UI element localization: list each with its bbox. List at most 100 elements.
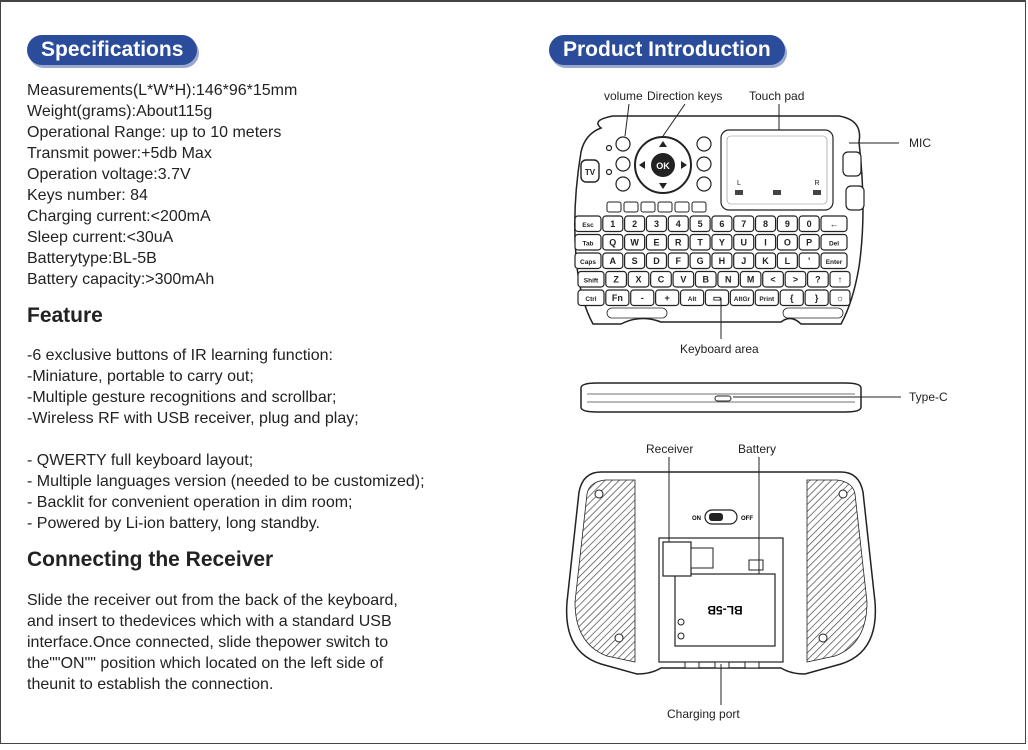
keyboard-key-label: +: [665, 293, 670, 303]
spec-item: Charging current:<200mA: [27, 208, 211, 225]
keyboard-key: [754, 252, 777, 270]
feature-line: -Wireless RF with USB receiver, plug and…: [27, 410, 359, 427]
ok-key: [651, 153, 675, 177]
keyboard-key: [577, 289, 605, 307]
keyboard-key-label: W: [630, 237, 639, 247]
connecting-line: the""ON"" position which located on the …: [27, 655, 384, 672]
keyboard-key-label: 5: [698, 219, 703, 229]
connecting-paragraph: Slide the receiver out from the back of …: [27, 590, 487, 695]
keyboard-key: [717, 270, 740, 288]
keyboard-key: [645, 215, 668, 233]
keyboard-key-label: I: [764, 237, 767, 247]
keyboard-key: [711, 233, 733, 251]
keyboard-key-label: ←: [830, 219, 839, 229]
keyboard-side-view: [580, 382, 901, 413]
keyboard-key-label: 0: [807, 219, 812, 229]
battery: [674, 573, 776, 647]
keyboard-key-label: {: [790, 293, 794, 303]
battery-model-label: BL-5B: [707, 603, 743, 617]
keyboard-key: [739, 270, 762, 288]
keyboard-key: [630, 289, 655, 307]
touchpad-right-label: R: [814, 180, 819, 187]
keyboard-key-label: }: [815, 293, 819, 303]
keyboard-key: [605, 289, 630, 307]
keyboard-key-label: G: [697, 256, 704, 266]
keyboard-key-label: 3: [654, 219, 659, 229]
keyboard-key-label: N: [725, 274, 732, 284]
touch-pad: [720, 129, 834, 211]
keyboard-key-label: J: [741, 256, 746, 266]
product-introduction-heading: Product Introduction: [549, 35, 785, 65]
tv-key: [580, 159, 600, 183]
tv-key-label: TV: [585, 168, 596, 177]
keyboard-key: [602, 252, 624, 270]
feature-heading: Feature: [27, 304, 103, 327]
keyboard-key: [829, 289, 851, 307]
keyboard-key-label: V: [680, 274, 686, 284]
keyboard-key-label: Z: [613, 274, 619, 284]
type-c-label: Type-C: [909, 390, 948, 404]
keyboard-key: [602, 215, 624, 233]
keyboard-key-label: Print: [759, 296, 775, 303]
keyboard-key: [679, 289, 705, 307]
keyboard-key: [577, 270, 605, 288]
keyboard-key-label: 7: [741, 219, 746, 229]
feature-line: - Backlit for convenient operation in di…: [27, 494, 353, 511]
feature-line: -Miniature, portable to carry out;: [27, 368, 254, 385]
keyboard-key-label: M: [747, 274, 755, 284]
keyboard-key: [574, 252, 602, 270]
receiver-label: Receiver: [646, 442, 694, 456]
keyboard-key: [806, 270, 829, 288]
keyboard-key: [711, 252, 733, 270]
keyboard-key-label: >: [793, 274, 798, 284]
volume-label: volume: [604, 89, 643, 103]
keyboard-key-label: ': [808, 256, 810, 266]
feature-list: -6 exclusive buttons of IR learning func…: [27, 345, 425, 534]
keyboard-key: [574, 215, 602, 233]
ok-key-label: OK: [656, 161, 670, 171]
keyboard-key-label: ?: [815, 274, 821, 284]
connecting-heading: Connecting the Receiver: [27, 548, 274, 571]
keyboard-key-label: 1: [610, 219, 615, 229]
keyboard-key-label: ▭: [713, 293, 722, 303]
keyboard-key-label: R: [675, 237, 682, 247]
keyboard-key-label: <: [770, 274, 775, 284]
feature-line: -6 exclusive buttons of IR learning func…: [27, 347, 333, 364]
keyboard-key-label: U: [740, 237, 747, 247]
keyboard-key: [798, 233, 820, 251]
switch-off-label: OFF: [741, 516, 753, 522]
connecting-line: theunit to establish the connection.: [27, 676, 274, 693]
keyboard-key-label: D: [653, 256, 660, 266]
connecting-line: Slide the receiver out from the back of …: [27, 592, 398, 609]
direction-keys-label: Direction keys: [647, 89, 723, 103]
keyboard-key-label: 9: [785, 219, 790, 229]
keyboard-key: [733, 252, 755, 270]
keyboard-key-label: 4: [676, 219, 681, 229]
keyboard-key-label: F: [676, 256, 682, 266]
keyboard-key-label: Del: [829, 240, 839, 247]
keyboard-key-label: Q: [609, 237, 616, 247]
keyboard-key: [704, 289, 730, 307]
keyboard-key-label: 6: [719, 219, 724, 229]
touchpad-left-label: L: [737, 180, 741, 187]
keyboard-key: [804, 289, 829, 307]
keyboard-key-label: P: [806, 237, 812, 247]
connecting-line: interface.Once connected, slide thepower…: [27, 634, 389, 651]
keyboard-key: [798, 252, 820, 270]
keyboard-key: [776, 215, 798, 233]
keyboard-key: [729, 289, 755, 307]
keyboard-key-label: K: [762, 256, 769, 266]
keyboard-key-label: Shift: [584, 277, 599, 284]
keyboard-key-label: 2: [632, 219, 637, 229]
keyboard-key: [820, 252, 848, 270]
keyboard-key-label: H: [719, 256, 726, 266]
keyboard-key-label: L: [785, 256, 791, 266]
keyboard-key: [776, 233, 798, 251]
type-c-port: [714, 395, 732, 402]
keyboard-key: [624, 252, 646, 270]
keyboard-key: [754, 233, 777, 251]
keyboard-key-label: Fn: [612, 293, 623, 303]
